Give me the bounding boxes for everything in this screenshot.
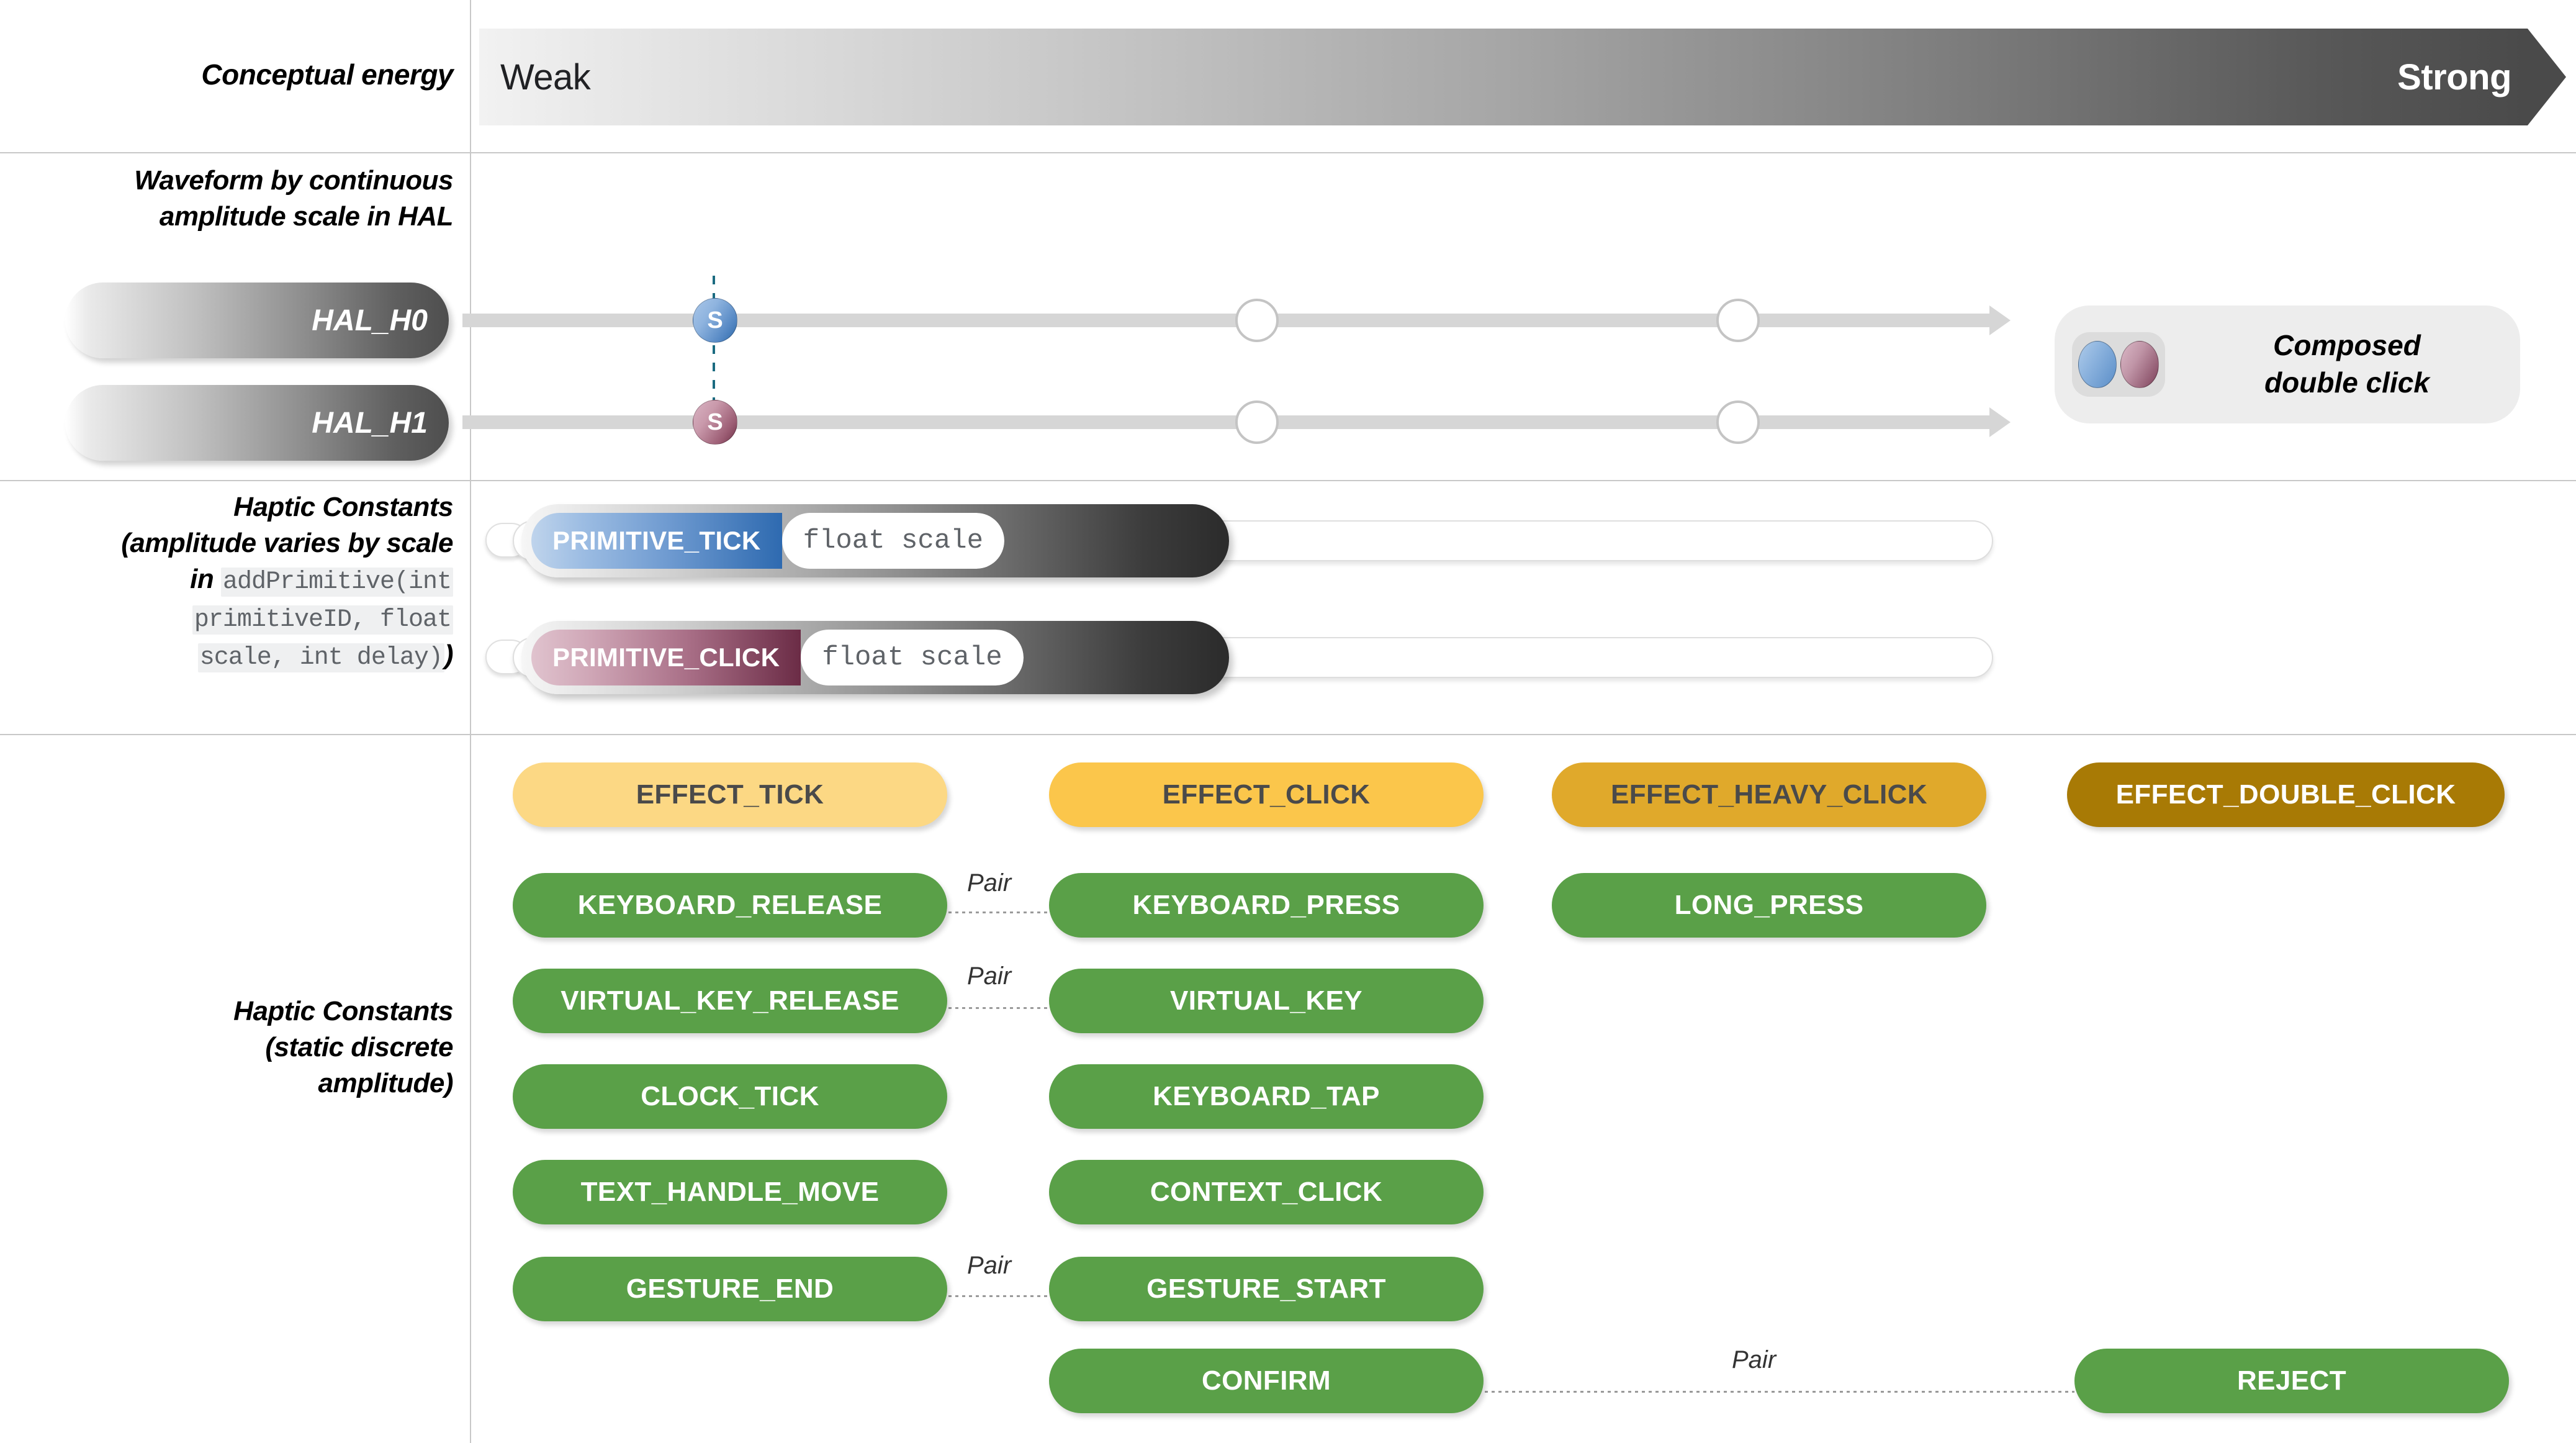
constant-keyboard-release-pill[interactable]: KEYBOARD_RELEASE — [513, 873, 947, 938]
hal-h1-node-2 — [1235, 400, 1279, 444]
pair-label-1: Pair — [967, 869, 1012, 897]
hal-h0-node-3 — [1716, 299, 1760, 342]
effect-double-click-pill[interactable]: EFFECT_DOUBLE_CLICK — [2067, 762, 2505, 827]
effect-click-pill[interactable]: EFFECT_CLICK — [1049, 762, 1484, 827]
hal-h1-label: HAL_H1 — [312, 406, 428, 440]
energy-strong-label: Strong — [2397, 57, 2511, 97]
hal-h0-label: HAL_H0 — [312, 304, 428, 337]
primitive-tick-value[interactable]: float scale — [781, 513, 1005, 569]
conceptual-energy-label: Conceptual energy — [201, 58, 453, 91]
pair-label-4: Pair — [1732, 1346, 1777, 1373]
composed-dots-tile — [2072, 332, 2165, 397]
divider-primitive — [0, 734, 2576, 735]
energy-gradient-bar: Weak Strong — [479, 29, 2528, 125]
pair-connector-1 — [948, 911, 1048, 913]
hal-h0-track-arrow-icon — [1989, 305, 2011, 335]
constant-context-click-pill[interactable]: CONTEXT_CLICK — [1049, 1160, 1484, 1224]
composed-double-click-label: Composed double click — [2264, 329, 2430, 399]
constant-reject-pill[interactable]: REJECT — [2074, 1349, 2509, 1413]
constant-gesture-start-pill[interactable]: GESTURE_START — [1049, 1257, 1484, 1321]
primitive-tick-pill[interactable]: PRIMITIVE_TICK float scale — [531, 513, 1005, 569]
pair-label-3: Pair — [967, 1252, 1012, 1279]
effect-tick-pill[interactable]: EFFECT_TICK — [513, 762, 947, 827]
composed-double-click-card: Composed double click — [2055, 305, 2520, 423]
hal-h1-track — [462, 415, 1989, 429]
energy-weak-label: Weak — [500, 57, 591, 97]
constant-clock-tick-pill[interactable]: CLOCK_TICK — [513, 1064, 947, 1129]
constant-keyboard-press-pill[interactable]: KEYBOARD_PRESS — [1049, 873, 1484, 938]
vertical-divider — [470, 0, 471, 1443]
composed-dot-blue-icon — [2078, 341, 2117, 388]
pair-connector-4 — [1485, 1391, 2074, 1393]
hal-h1-s-marker: S — [693, 400, 737, 445]
hal-h1-capsule: HAL_H1 — [65, 385, 449, 461]
marker-guideline — [713, 276, 715, 431]
primitive-tick-name: PRIMITIVE_TICK — [531, 513, 782, 569]
pair-connector-3 — [948, 1295, 1048, 1297]
hal-h1-node-3 — [1716, 400, 1760, 444]
composed-dot-mauve-icon — [2120, 341, 2159, 388]
waveform-row-label: Waveform by continuous amplitude scale i… — [134, 165, 453, 232]
pair-connector-2 — [948, 1007, 1048, 1009]
hal-h0-track — [462, 314, 1989, 327]
constant-virtual-key-pill[interactable]: VIRTUAL_KEY — [1049, 969, 1484, 1033]
constant-keyboard-tap-pill[interactable]: KEYBOARD_TAP — [1049, 1064, 1484, 1129]
pair-label-2: Pair — [967, 962, 1012, 990]
energy-arrowhead-icon — [2528, 29, 2566, 125]
constants-row-label: Haptic Constants (static discrete amplit… — [233, 996, 453, 1099]
primitive-click-name: PRIMITIVE_CLICK — [531, 630, 801, 685]
primitive-row-label: Haptic Constants (amplitude varies by sc… — [121, 492, 454, 672]
constant-gesture-end-pill[interactable]: GESTURE_END — [513, 1257, 947, 1321]
primitive-code-line-1: addPrimitive(int — [220, 568, 453, 597]
constant-long-press-pill[interactable]: LONG_PRESS — [1552, 873, 1986, 938]
hal-h0-capsule: HAL_H0 — [65, 283, 449, 358]
hal-h1-track-arrow-icon — [1989, 407, 2011, 437]
divider-waveform — [0, 480, 2576, 481]
effect-heavy-click-pill[interactable]: EFFECT_HEAVY_CLICK — [1552, 762, 1986, 827]
primitive-code-line-3: scale, int delay) — [197, 643, 444, 672]
primitive-click-value[interactable]: float scale — [801, 630, 1024, 685]
constant-text-handle-move-pill[interactable]: TEXT_HANDLE_MOVE — [513, 1160, 947, 1224]
primitive-click-pill[interactable]: PRIMITIVE_CLICK float scale — [531, 630, 1024, 685]
hal-h0-node-2 — [1235, 299, 1279, 342]
divider-energy — [0, 152, 2576, 153]
constant-virtual-key-release-pill[interactable]: VIRTUAL_KEY_RELEASE — [513, 969, 947, 1033]
hal-h0-s-marker: S — [693, 298, 737, 343]
primitive-code-line-2: primitiveID, float — [192, 605, 453, 635]
constant-confirm-pill[interactable]: CONFIRM — [1049, 1349, 1484, 1413]
